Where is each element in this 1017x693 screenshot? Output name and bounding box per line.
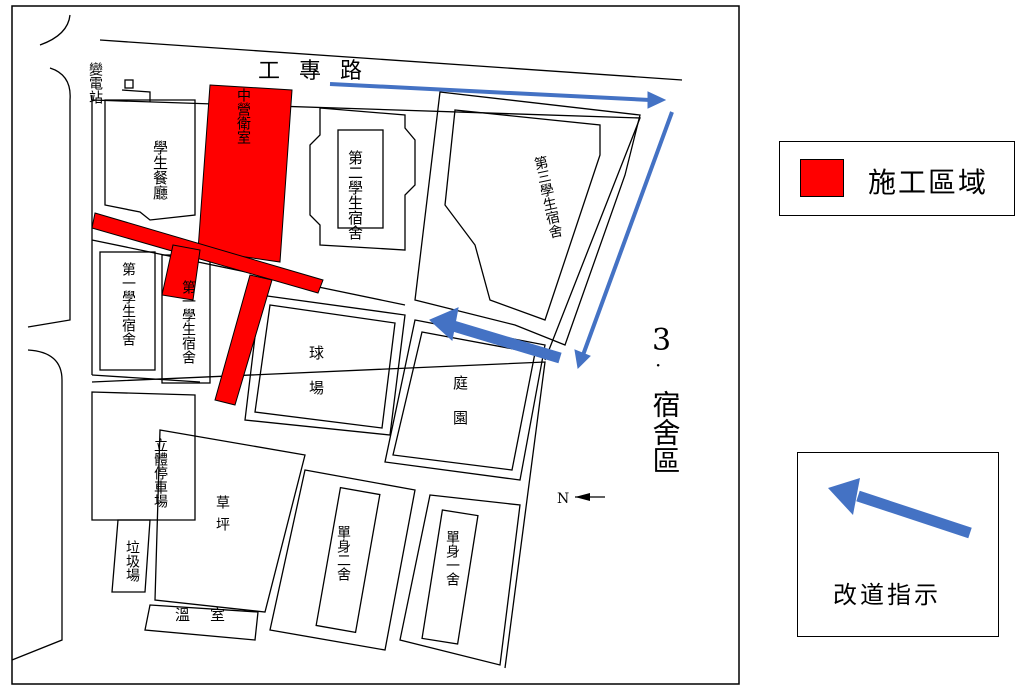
construction-zones: [91, 84, 324, 406]
garbage-label: 垃圾場: [124, 540, 140, 582]
lawn-label: 草坪: [214, 495, 230, 539]
map-frame: [11, 5, 740, 685]
detour-arrow-west: [429, 307, 459, 341]
construction-zone-crossbar: [91, 212, 324, 294]
parking-label: 立體停車場: [152, 438, 168, 508]
construction-legend-label: 施工區域: [868, 166, 989, 199]
district-name: 宿舍區: [649, 390, 682, 474]
clinic-label: 中營衛室: [235, 88, 251, 144]
dorm1-label: 第一學生宿舍: [120, 261, 136, 346]
single2-label: 單身二舍: [335, 525, 351, 581]
blue-arrow-icon: [828, 478, 972, 539]
district-dot: ·: [655, 353, 661, 377]
dorm3-label: 第三學生宿舍: [531, 154, 564, 240]
red-square-icon: [800, 159, 844, 197]
legend-construction: 施工區域: [779, 141, 1015, 216]
dorm1b-label: 第一學生宿舍: [180, 279, 196, 364]
detour-arrow-south: [574, 349, 591, 370]
road-name: 工 專 路: [258, 59, 368, 84]
court-label: 球場: [307, 345, 325, 415]
greenhouse-label: 溫室: [175, 606, 245, 624]
dining-hall-label: 學生餐廳: [151, 139, 169, 201]
detour-legend-label: 改道指示: [833, 581, 941, 609]
construction-zone-north: [197, 84, 293, 263]
dorm2-label: 第二學生宿舍: [346, 149, 364, 240]
detour-arrow-east: [647, 91, 667, 109]
detour-arrows: [329, 82, 674, 370]
district-number: 3: [652, 323, 671, 358]
north-label: N: [557, 491, 569, 507]
construction-zone-south: [214, 274, 273, 406]
single1-label: 單身一舍: [444, 530, 460, 586]
construction-zone-stub: [161, 244, 201, 301]
substation-label: 變電站: [87, 62, 103, 104]
legend-detour: 改道指示: [797, 452, 999, 637]
garden-label: 庭園: [451, 375, 469, 445]
north-arrow-icon: [575, 493, 590, 501]
